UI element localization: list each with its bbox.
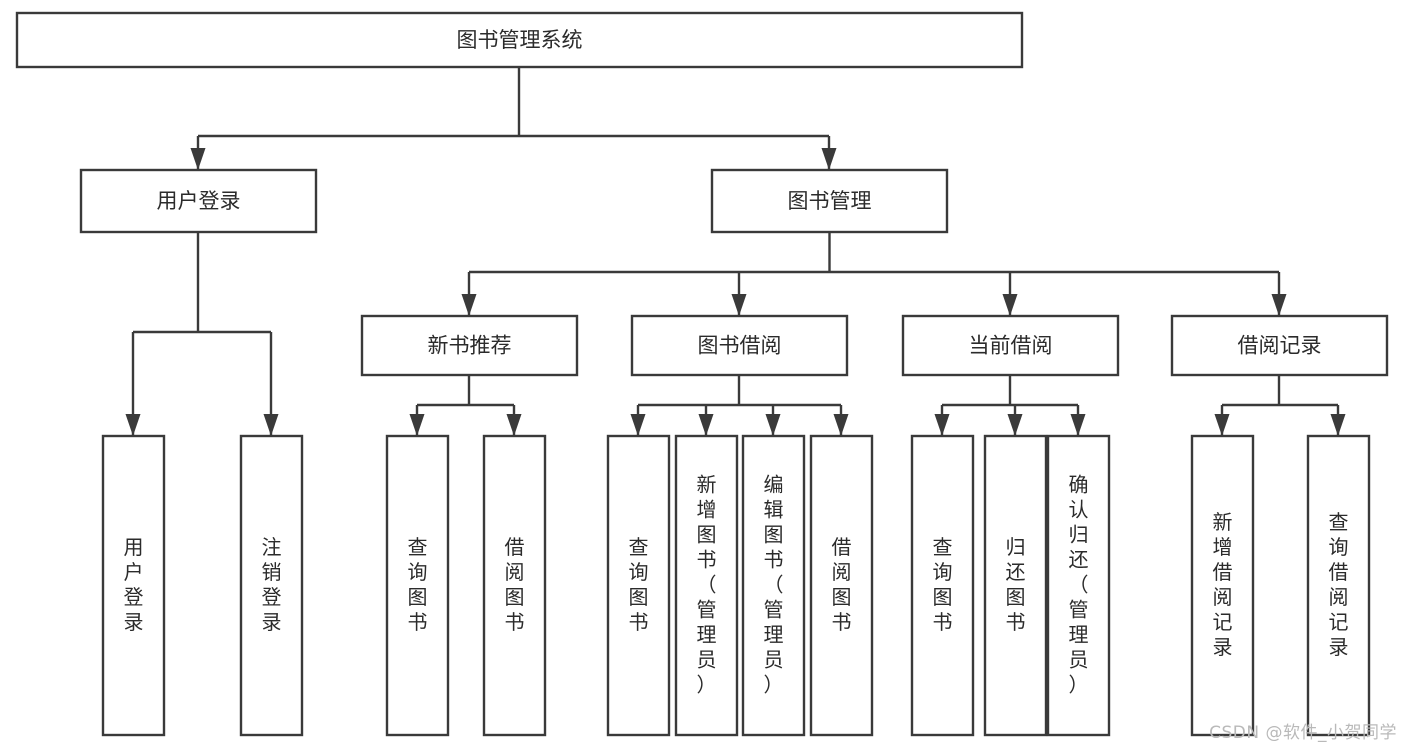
- node-label: 借阅图书: [832, 535, 852, 634]
- node-label: 查询图书: [408, 535, 428, 634]
- node-label: 借阅图书: [505, 535, 525, 634]
- node-level2-3[interactable]: 借阅记录: [1170, 314, 1389, 377]
- nodes-layer: 图书管理系统用户登录图书管理新书推荐图书借阅当前借阅借阅记录用户登录注销登录查询…: [15, 11, 1389, 737]
- node-leaf-0[interactable]: 用户登录: [101, 434, 166, 737]
- arrow-head-icon: [506, 414, 522, 436]
- node-level2-0[interactable]: 新书推荐: [360, 314, 579, 377]
- arrow-head-icon: [1070, 414, 1086, 436]
- node-level1-1[interactable]: 图书管理: [710, 168, 949, 234]
- node-label: 编辑图书（管理员）: [764, 472, 784, 696]
- node-label: 确认归还（管理员）: [1069, 472, 1089, 696]
- node-leaf-9[interactable]: 归还图书: [983, 434, 1048, 737]
- node-leaf-10[interactable]: 确认归还（管理员）: [1046, 434, 1111, 737]
- node-label: 当前借阅: [969, 334, 1053, 358]
- node-label: 新书推荐: [428, 334, 512, 358]
- node-box: [983, 434, 1048, 737]
- node-box: [1170, 314, 1389, 377]
- node-leaf-11[interactable]: 新增借阅记录: [1190, 434, 1255, 737]
- node-label: 查询借阅记录: [1329, 510, 1349, 659]
- node-label: 归还图书: [1006, 535, 1026, 634]
- arrow-head-icon: [125, 414, 141, 436]
- edges-layer: [125, 67, 1346, 436]
- node-label: 用户登录: [124, 535, 144, 634]
- node-leaf-3[interactable]: 借阅图书: [482, 434, 547, 737]
- node-box: [360, 314, 579, 377]
- node-leaf-1[interactable]: 注销登录: [239, 434, 304, 737]
- node-leaf-2[interactable]: 查询图书: [385, 434, 450, 737]
- arrow-head-icon: [765, 414, 781, 436]
- node-box: [606, 434, 671, 737]
- arrow-head-icon: [1002, 294, 1018, 316]
- node-label: 借阅记录: [1238, 334, 1322, 358]
- node-box: [710, 168, 949, 234]
- node-label: 图书借阅: [698, 334, 782, 358]
- node-box: [809, 434, 874, 737]
- arrow-head-icon: [409, 414, 425, 436]
- node-box: [674, 434, 739, 737]
- node-box: [1190, 434, 1255, 737]
- node-level1-0[interactable]: 用户登录: [79, 168, 318, 234]
- node-leaf-4[interactable]: 查询图书: [606, 434, 671, 737]
- node-box: [1046, 434, 1111, 737]
- node-box: [385, 434, 450, 737]
- node-label: 新增借阅记录: [1213, 510, 1233, 659]
- arrow-head-icon: [821, 148, 837, 170]
- arrow-head-icon: [263, 414, 279, 436]
- arrow-head-icon: [630, 414, 646, 436]
- node-leaf-12[interactable]: 查询借阅记录: [1306, 434, 1371, 737]
- node-box: [482, 434, 547, 737]
- node-box: [239, 434, 304, 737]
- arrow-head-icon: [190, 148, 206, 170]
- node-leaf-6[interactable]: 编辑图书（管理员）: [741, 434, 806, 737]
- node-box: [1306, 434, 1371, 737]
- node-leaf-7[interactable]: 借阅图书: [809, 434, 874, 737]
- node-label: 图书管理系统: [457, 28, 583, 52]
- arrow-head-icon: [1271, 294, 1287, 316]
- node-box: [910, 434, 975, 737]
- node-box: [741, 434, 806, 737]
- arrow-head-icon: [1007, 414, 1023, 436]
- arrow-head-icon: [698, 414, 714, 436]
- node-leaf-5[interactable]: 新增图书（管理员）: [674, 434, 739, 737]
- node-box: [79, 168, 318, 234]
- node-leaf-8[interactable]: 查询图书: [910, 434, 975, 737]
- node-box: [630, 314, 849, 377]
- node-box: [101, 434, 166, 737]
- arrow-head-icon: [461, 294, 477, 316]
- arrow-head-icon: [833, 414, 849, 436]
- node-label: 查询图书: [629, 535, 649, 634]
- node-box: [15, 11, 1024, 69]
- node-label: 查询图书: [933, 535, 953, 634]
- arrow-head-icon: [731, 294, 747, 316]
- node-label: 图书管理: [788, 189, 872, 213]
- node-level2-1[interactable]: 图书借阅: [630, 314, 849, 377]
- node-root-0[interactable]: 图书管理系统: [15, 11, 1024, 69]
- node-label: 用户登录: [157, 189, 241, 213]
- node-level2-2[interactable]: 当前借阅: [901, 314, 1120, 377]
- node-label: 注销登录: [262, 535, 282, 634]
- node-label: 新增图书（管理员）: [697, 472, 717, 696]
- node-box: [901, 314, 1120, 377]
- arrow-head-icon: [934, 414, 950, 436]
- arrow-head-icon: [1330, 414, 1346, 436]
- arrow-head-icon: [1214, 414, 1230, 436]
- watermark-text: CSDN @软件_小贺同学: [1209, 723, 1397, 743]
